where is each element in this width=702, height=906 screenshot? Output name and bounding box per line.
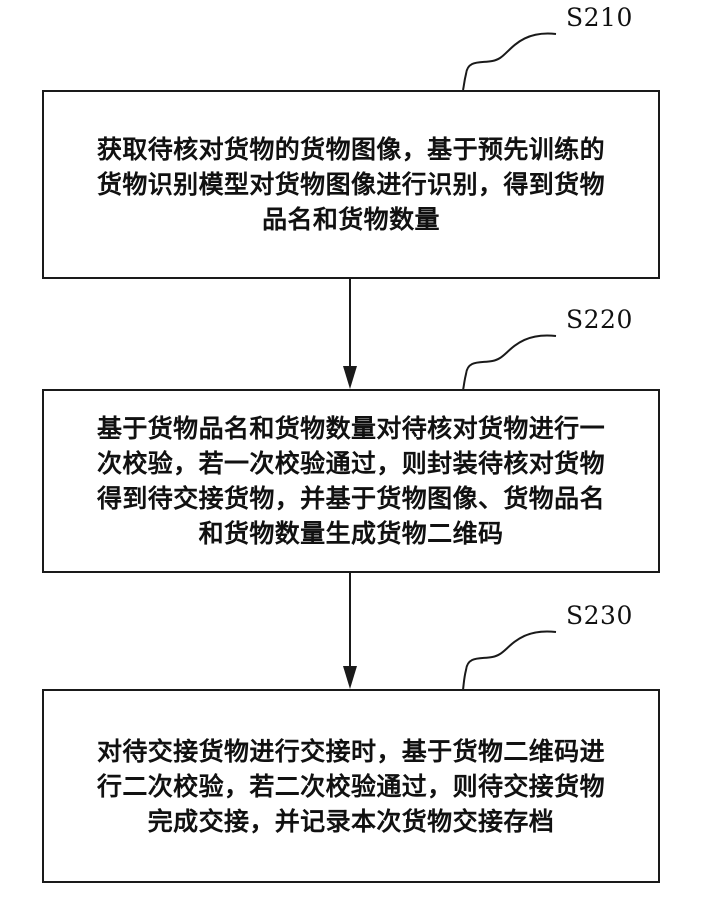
label-leader-s220	[463, 335, 556, 390]
text-line: 完成交接，并记录本次货物交接存档	[97, 804, 605, 839]
text-line: 基于货物品名和货物数量对待核对货物进行一	[97, 411, 605, 446]
process-text-s210: 获取待核对货物的货物图像，基于预先训练的 货物识别模型对货物图像进行识别，得到货…	[97, 132, 605, 237]
process-text-s230: 对待交接货物进行交接时，基于货物二维码进 行二次校验，若二次校验通过，则待交接货…	[97, 734, 605, 839]
arrow-s210-to-s220	[343, 279, 357, 389]
step-label-s230: S230	[566, 602, 633, 630]
label-leader-s210	[463, 34, 556, 90]
arrow-s220-to-s230	[343, 573, 357, 689]
text-line: 得到待交接货物，并基于货物图像、货物品名	[97, 481, 605, 516]
text-line: 行二次校验，若二次校验通过，则待交接货物	[97, 769, 605, 804]
process-box-s230: 对待交接货物进行交接时，基于货物二维码进 行二次校验，若二次校验通过，则待交接货…	[42, 689, 660, 883]
process-text-s220: 基于货物品名和货物数量对待核对货物进行一 次校验，若一次校验通过，则封装待核对货…	[97, 411, 605, 551]
text-line: 获取待核对货物的货物图像，基于预先训练的	[97, 132, 605, 167]
label-leader-s230	[463, 631, 556, 690]
process-box-s210: 获取待核对货物的货物图像，基于预先训练的 货物识别模型对货物图像进行识别，得到货…	[42, 90, 660, 279]
text-line: 和货物数量生成货物二维码	[97, 516, 605, 551]
text-line: 次校验，若一次校验通过，则封装待核对货物	[97, 446, 605, 481]
step-label-s210: S210	[566, 4, 633, 32]
step-label-s220: S220	[566, 306, 633, 334]
process-box-s220: 基于货物品名和货物数量对待核对货物进行一 次校验，若一次校验通过，则封装待核对货…	[42, 389, 660, 573]
text-line: 货物识别模型对货物图像进行识别，得到货物	[97, 167, 605, 202]
text-line: 对待交接货物进行交接时，基于货物二维码进	[97, 734, 605, 769]
text-line: 品名和货物数量	[97, 202, 605, 237]
